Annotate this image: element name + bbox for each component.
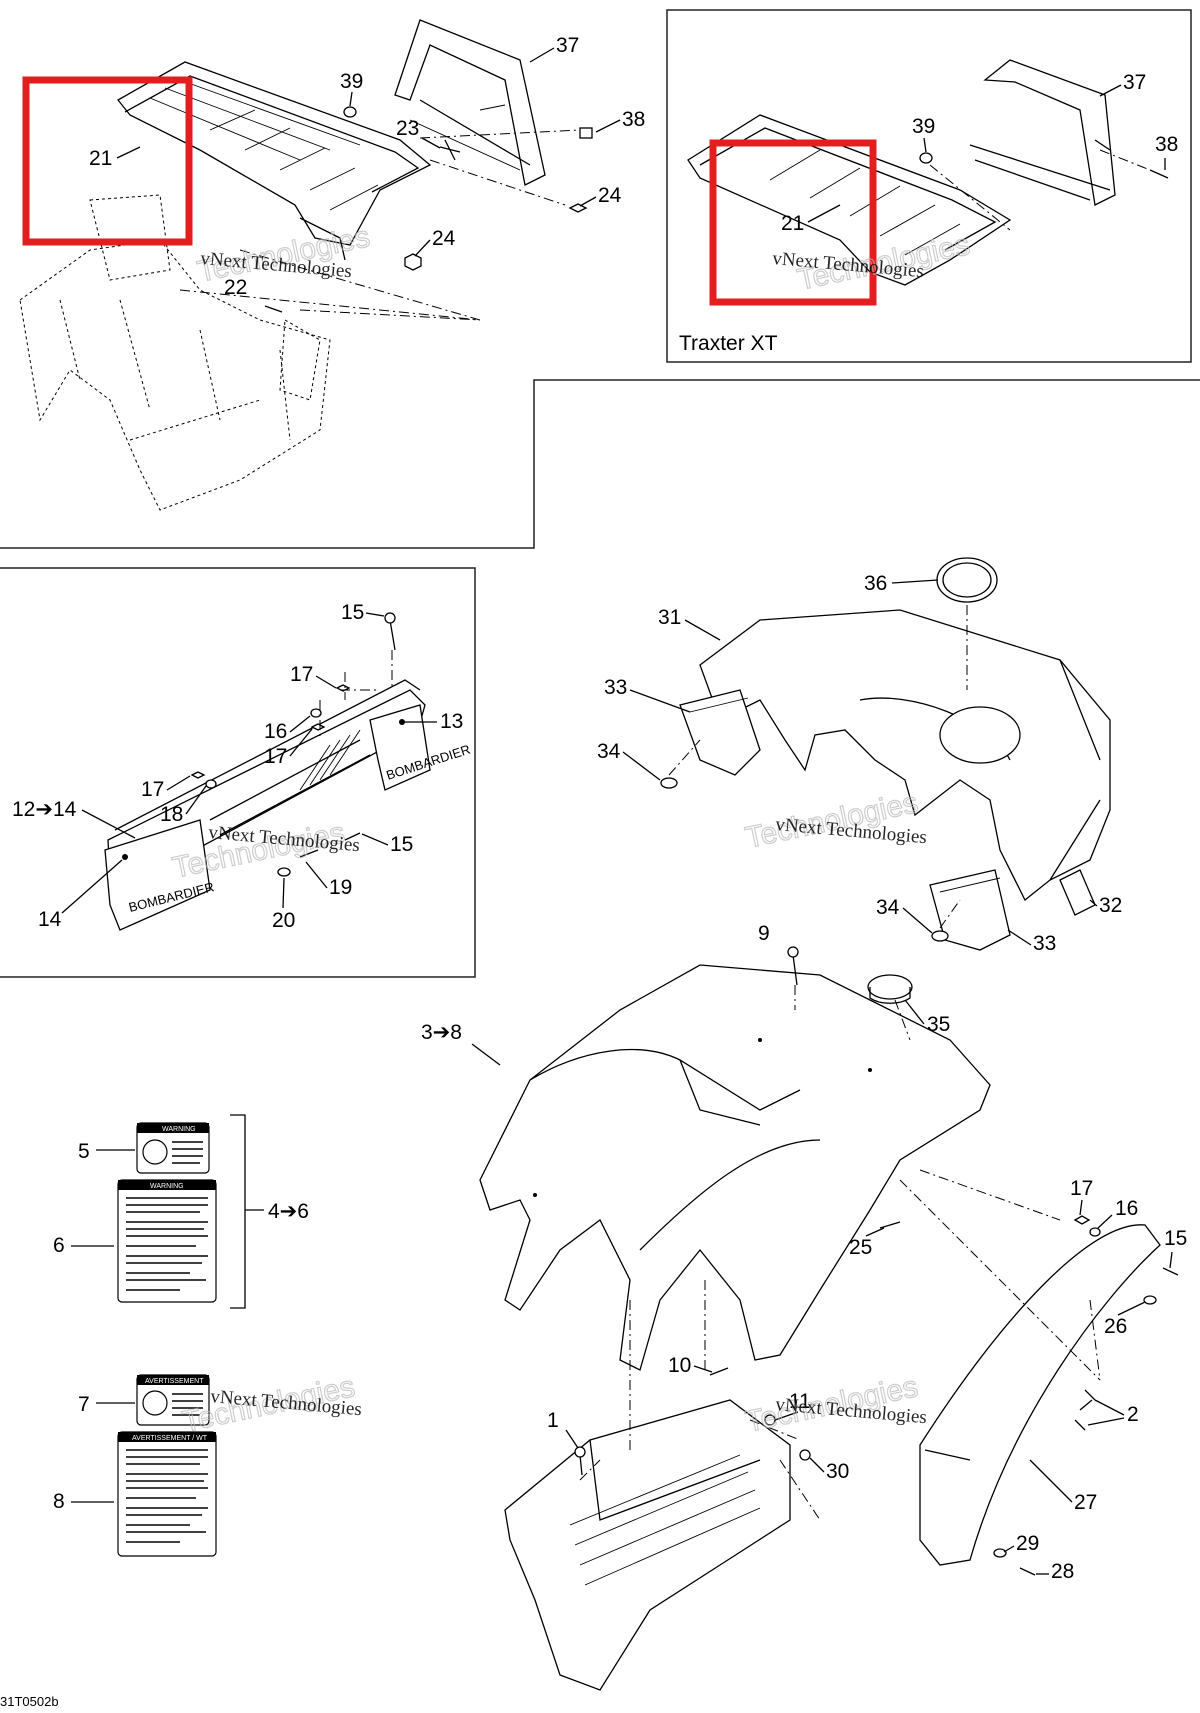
- highlight-box-21-main: [22, 76, 193, 246]
- label-b15b: 15: [390, 833, 413, 856]
- label-f15: 15: [1164, 1227, 1187, 1250]
- rear-fender-body[interactable]: [479, 964, 991, 1371]
- label-f9: 9: [758, 922, 770, 945]
- label-24b: 24: [432, 227, 456, 250]
- label-f25: 25: [849, 1236, 872, 1259]
- xt-hardware: [919, 149, 1169, 231]
- decal-8-avertissement-large[interactable]: AVERTISSEMENT / WT: [117, 1431, 217, 1557]
- label-b18: 18: [160, 803, 183, 826]
- label-b20: 20: [272, 909, 295, 932]
- label-39: 39: [340, 70, 363, 93]
- highlight-box-21-xt: [709, 139, 877, 306]
- inset-caption: Traxter XT: [679, 332, 778, 355]
- label-b19: 19: [329, 876, 352, 899]
- label-c31: 31: [658, 606, 681, 629]
- label-f30: 30: [826, 1460, 849, 1483]
- label-f10: 10: [668, 1354, 691, 1377]
- label-f3-8: 3➔8: [421, 1021, 462, 1044]
- inset-border: [666, 9, 1192, 363]
- label-f2: 2: [1127, 1403, 1139, 1426]
- label-21: 21: [89, 147, 112, 170]
- decal-6-warning-large[interactable]: WARNING: [117, 1179, 217, 1303]
- label-xt-37: 37: [1123, 71, 1146, 94]
- clip-32[interactable]: [1059, 869, 1096, 916]
- xt-backrest-part[interactable]: [969, 59, 1116, 206]
- label-b16: 16: [264, 720, 287, 743]
- label-d4-6: 4➔6: [268, 1200, 309, 1223]
- label-b13: 13: [440, 710, 463, 733]
- rear-bumper-section: BOMBARDIER BOMBARDIER 15 17 16 17 13: [0, 567, 476, 978]
- rack-hardware: [179, 106, 593, 321]
- label-38: 38: [622, 108, 645, 131]
- label-37: 37: [556, 34, 579, 57]
- decals-section: WARNING WARNING AVERTISSEMENT AVERTISSEM…: [53, 1114, 363, 1557]
- label-c34a: 34: [597, 740, 621, 763]
- decal-5-header: WARNING: [162, 1126, 196, 1133]
- label-23: 23: [396, 117, 419, 140]
- label-f28: 28: [1051, 1560, 1074, 1583]
- label-c32: 32: [1099, 894, 1122, 917]
- label-f1: 1: [547, 1409, 559, 1432]
- label-f11: 11: [789, 1390, 811, 1413]
- backrest-bar-part[interactable]: [394, 19, 546, 186]
- traxter-xt-inset: 21 37 38 39 Traxter XT Technologies vNex…: [666, 9, 1192, 363]
- label-f16: 16: [1115, 1197, 1138, 1220]
- label-f26: 26: [1104, 1315, 1127, 1338]
- decal-8-header: AVERTISSEMENT / WT: [132, 1435, 208, 1442]
- label-b12-14: 12➔14: [12, 798, 77, 821]
- console-cover-part[interactable]: [699, 609, 1111, 902]
- gas-cap-ring[interactable]: [936, 557, 998, 603]
- label-xt-21: 21: [781, 212, 804, 235]
- diagram-reference-code: 31T0502b: [0, 1694, 59, 1709]
- label-c33b: 33: [1033, 932, 1056, 955]
- rear-rack-part[interactable]: [117, 61, 432, 261]
- label-b15a: 15: [341, 601, 364, 624]
- label-xt-39: 39: [912, 115, 935, 138]
- label-c34b: 34: [876, 896, 900, 919]
- rear-bumper-part[interactable]: BOMBARDIER BOMBARDIER: [104, 679, 472, 931]
- label-d8: 8: [53, 1490, 65, 1513]
- console-cover-section: 36 31 33 34 34 33 32 Technologies vNext …: [597, 557, 1122, 955]
- label-b17a: 17: [290, 663, 313, 686]
- label-22: 22: [224, 276, 247, 299]
- label-xt-38: 38: [1155, 133, 1178, 156]
- label-f27: 27: [1074, 1491, 1097, 1514]
- label-d5: 5: [78, 1140, 90, 1163]
- fender-extension-27[interactable]: [919, 1224, 1161, 1566]
- label-c33a: 33: [604, 676, 627, 699]
- washer-34b: [931, 930, 949, 942]
- bumper-hardware: [190, 612, 396, 877]
- decal-5-warning-small[interactable]: WARNING: [136, 1122, 210, 1174]
- decal-7-avertissement-small[interactable]: AVERTISSEMENT: [136, 1374, 210, 1426]
- label-b17c: 17: [141, 778, 164, 801]
- label-d6: 6: [53, 1234, 65, 1257]
- cover-trim-left[interactable]: [679, 689, 761, 776]
- rear-fender-section: 9 35 3➔8 17 16 15 25 26 10 11 2 1 30 27 …: [421, 922, 1187, 1691]
- washer-34a: [660, 777, 678, 789]
- label-24a: 24: [598, 184, 622, 207]
- footwell-part[interactable]: [504, 1399, 791, 1691]
- bumper-section-border: [0, 567, 476, 978]
- vehicle-frame-phantom: [19, 194, 331, 511]
- section-border-rack: [0, 379, 1200, 549]
- decal-6-header: WARNING: [150, 1183, 184, 1190]
- label-f29: 29: [1016, 1532, 1039, 1555]
- label-b14: 14: [38, 908, 62, 931]
- label-f17: 17: [1070, 1177, 1093, 1200]
- decal-7-header: AVERTISSEMENT: [145, 1378, 204, 1385]
- label-b17b: 17: [264, 745, 287, 768]
- label-d7: 7: [78, 1393, 90, 1416]
- label-c36: 36: [864, 572, 887, 595]
- fender-hardware: [574, 946, 1179, 1576]
- label-f35: 35: [927, 1013, 950, 1036]
